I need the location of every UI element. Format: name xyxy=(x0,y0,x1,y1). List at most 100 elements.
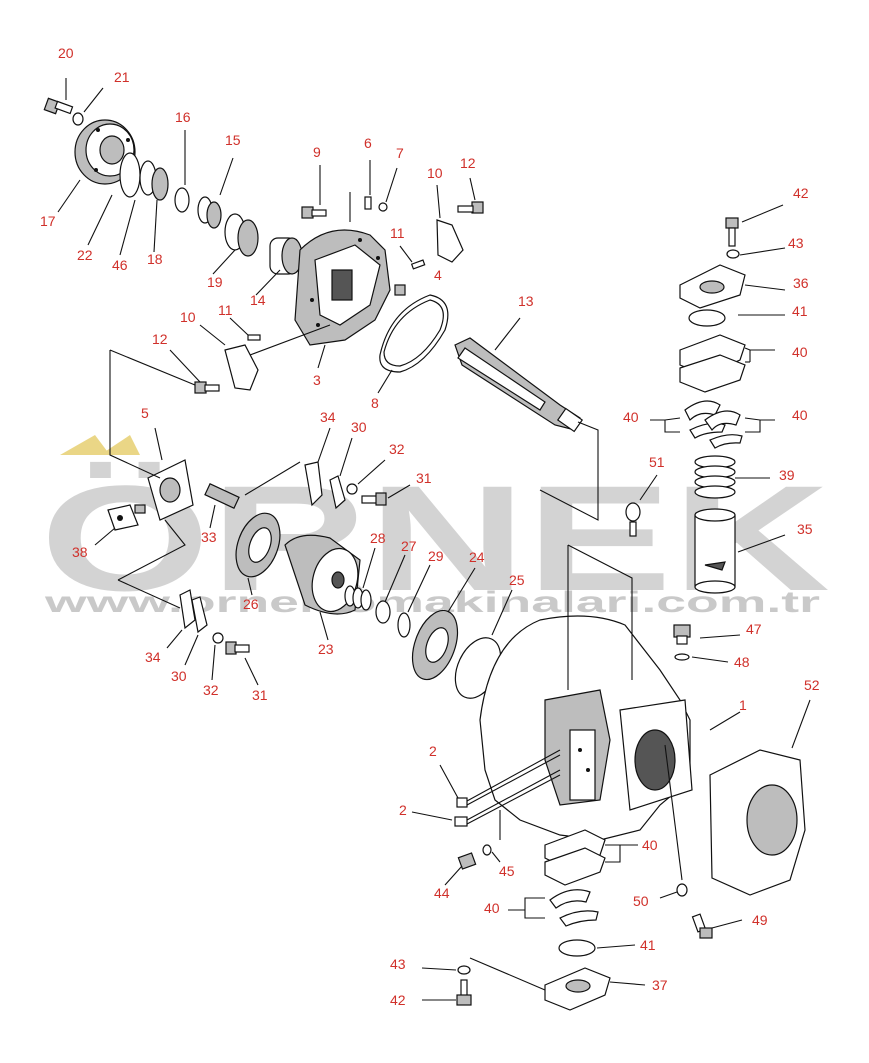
callout-43-lower: 43 xyxy=(390,956,406,972)
callout-22: 22 xyxy=(77,247,93,263)
callout-32-lower: 32 xyxy=(203,682,219,698)
callouts: 20 21 16 15 9 6 7 10 12 42 17 22 46 18 1… xyxy=(40,45,820,1008)
stud-2b-icon xyxy=(454,769,561,827)
bearing-18-icon xyxy=(151,167,169,201)
o-ring-41a-icon xyxy=(688,309,726,327)
plate-40a-icon xyxy=(679,334,746,393)
seal-15-icon xyxy=(197,196,222,229)
plate-26-icon xyxy=(235,512,281,578)
callout-12-lower: 12 xyxy=(152,331,168,347)
bolt-31a-icon xyxy=(361,492,387,506)
callout-5: 5 xyxy=(141,405,149,421)
callout-27: 27 xyxy=(401,538,417,554)
seal-19-icon xyxy=(224,213,259,257)
callout-32-top: 32 xyxy=(389,441,405,457)
callout-30-top: 30 xyxy=(351,419,367,435)
ball-7-icon xyxy=(378,202,388,212)
washer-43a-icon xyxy=(726,249,740,259)
watermark-accent-mark xyxy=(100,435,140,455)
part-38-icon xyxy=(107,504,146,531)
callout-38: 38 xyxy=(72,544,88,560)
o-ring-48-icon xyxy=(674,653,690,661)
housing-3-icon xyxy=(294,229,391,346)
callout-43-top: 43 xyxy=(788,235,804,251)
plate-5-icon xyxy=(147,459,194,521)
callout-47: 47 xyxy=(746,621,762,637)
leader-lines xyxy=(57,78,811,1001)
callout-44: 44 xyxy=(434,885,450,901)
assembly-lines xyxy=(109,192,633,991)
bolt-12b-icon xyxy=(194,381,220,394)
callout-10-lower: 10 xyxy=(180,309,196,325)
callout-11-top: 11 xyxy=(390,225,405,241)
parts-drawing xyxy=(43,97,806,1011)
callout-30-lower: 30 xyxy=(171,668,187,684)
bolt-12a-icon xyxy=(457,201,484,214)
callout-4: 4 xyxy=(434,267,442,283)
bolt-49-icon xyxy=(691,913,713,939)
bolt-42a-icon xyxy=(725,217,739,247)
callout-25: 25 xyxy=(509,572,525,588)
clip-40c-icon xyxy=(704,410,743,449)
callout-51: 51 xyxy=(649,454,665,470)
ring-27-icon xyxy=(375,600,391,624)
callout-40-top: 40 xyxy=(792,344,808,360)
callout-29: 29 xyxy=(428,548,444,564)
callout-36: 36 xyxy=(793,275,809,291)
clip-34a-icon xyxy=(304,461,323,507)
plug-44-icon xyxy=(457,852,477,870)
bolt-20-icon xyxy=(43,97,74,115)
callout-2-upper: 2 xyxy=(429,743,437,759)
callout-35: 35 xyxy=(797,521,813,537)
callout-40-case: 40 xyxy=(642,837,658,853)
callout-17: 17 xyxy=(40,213,56,229)
callout-28: 28 xyxy=(370,530,386,546)
callout-52: 52 xyxy=(804,677,820,693)
callout-14: 14 xyxy=(250,292,266,308)
callout-49: 49 xyxy=(752,912,768,928)
callout-9: 9 xyxy=(313,144,321,160)
callout-34-top: 34 xyxy=(320,409,336,425)
callout-31-top: 31 xyxy=(416,470,432,486)
callout-2-lower: 2 xyxy=(399,802,407,818)
callout-41-lower: 41 xyxy=(640,937,656,953)
callout-13: 13 xyxy=(518,293,534,309)
callout-40-clip-left: 40 xyxy=(623,409,639,425)
callout-7: 7 xyxy=(396,145,404,161)
spring-28-icon xyxy=(344,585,372,611)
callout-34-lower: 34 xyxy=(145,649,161,665)
case-1-icon xyxy=(479,615,693,841)
callout-48: 48 xyxy=(734,654,750,670)
callout-18: 18 xyxy=(147,251,163,267)
pin-6-icon xyxy=(364,196,372,210)
pin-11a-icon xyxy=(410,259,426,270)
callout-20: 20 xyxy=(58,45,74,61)
callout-39: 39 xyxy=(779,467,795,483)
plate-40d-icon xyxy=(544,829,606,886)
shaft-13-icon xyxy=(454,337,584,433)
ring-16-icon xyxy=(174,187,190,213)
callout-40-clip-lower: 40 xyxy=(484,900,500,916)
callout-12-top: 12 xyxy=(460,155,476,171)
ring-22-icon xyxy=(119,152,141,198)
bolt-9-icon xyxy=(301,206,327,219)
watermark-url: www.ornekiomakinalari.com.tr xyxy=(43,586,820,619)
sleeve-35-icon xyxy=(694,508,736,594)
callout-37: 37 xyxy=(652,977,668,993)
washer-21-icon xyxy=(72,112,84,126)
washer-32b-icon xyxy=(212,632,224,644)
callout-40-clip-right: 40 xyxy=(792,407,808,423)
callout-3: 3 xyxy=(313,372,321,388)
callout-41-top: 41 xyxy=(792,303,808,319)
spring-39-icon xyxy=(694,455,736,499)
bracket-10a-icon xyxy=(436,219,464,263)
callout-16: 16 xyxy=(175,109,191,125)
clip-40e-icon xyxy=(549,889,599,927)
callout-50: 50 xyxy=(633,893,649,909)
callout-6: 6 xyxy=(364,135,372,151)
watermark-accent-mark xyxy=(60,435,110,455)
plug-4-icon xyxy=(394,284,406,296)
o-ring-41b-icon xyxy=(558,939,596,957)
callout-33: 33 xyxy=(201,529,217,545)
